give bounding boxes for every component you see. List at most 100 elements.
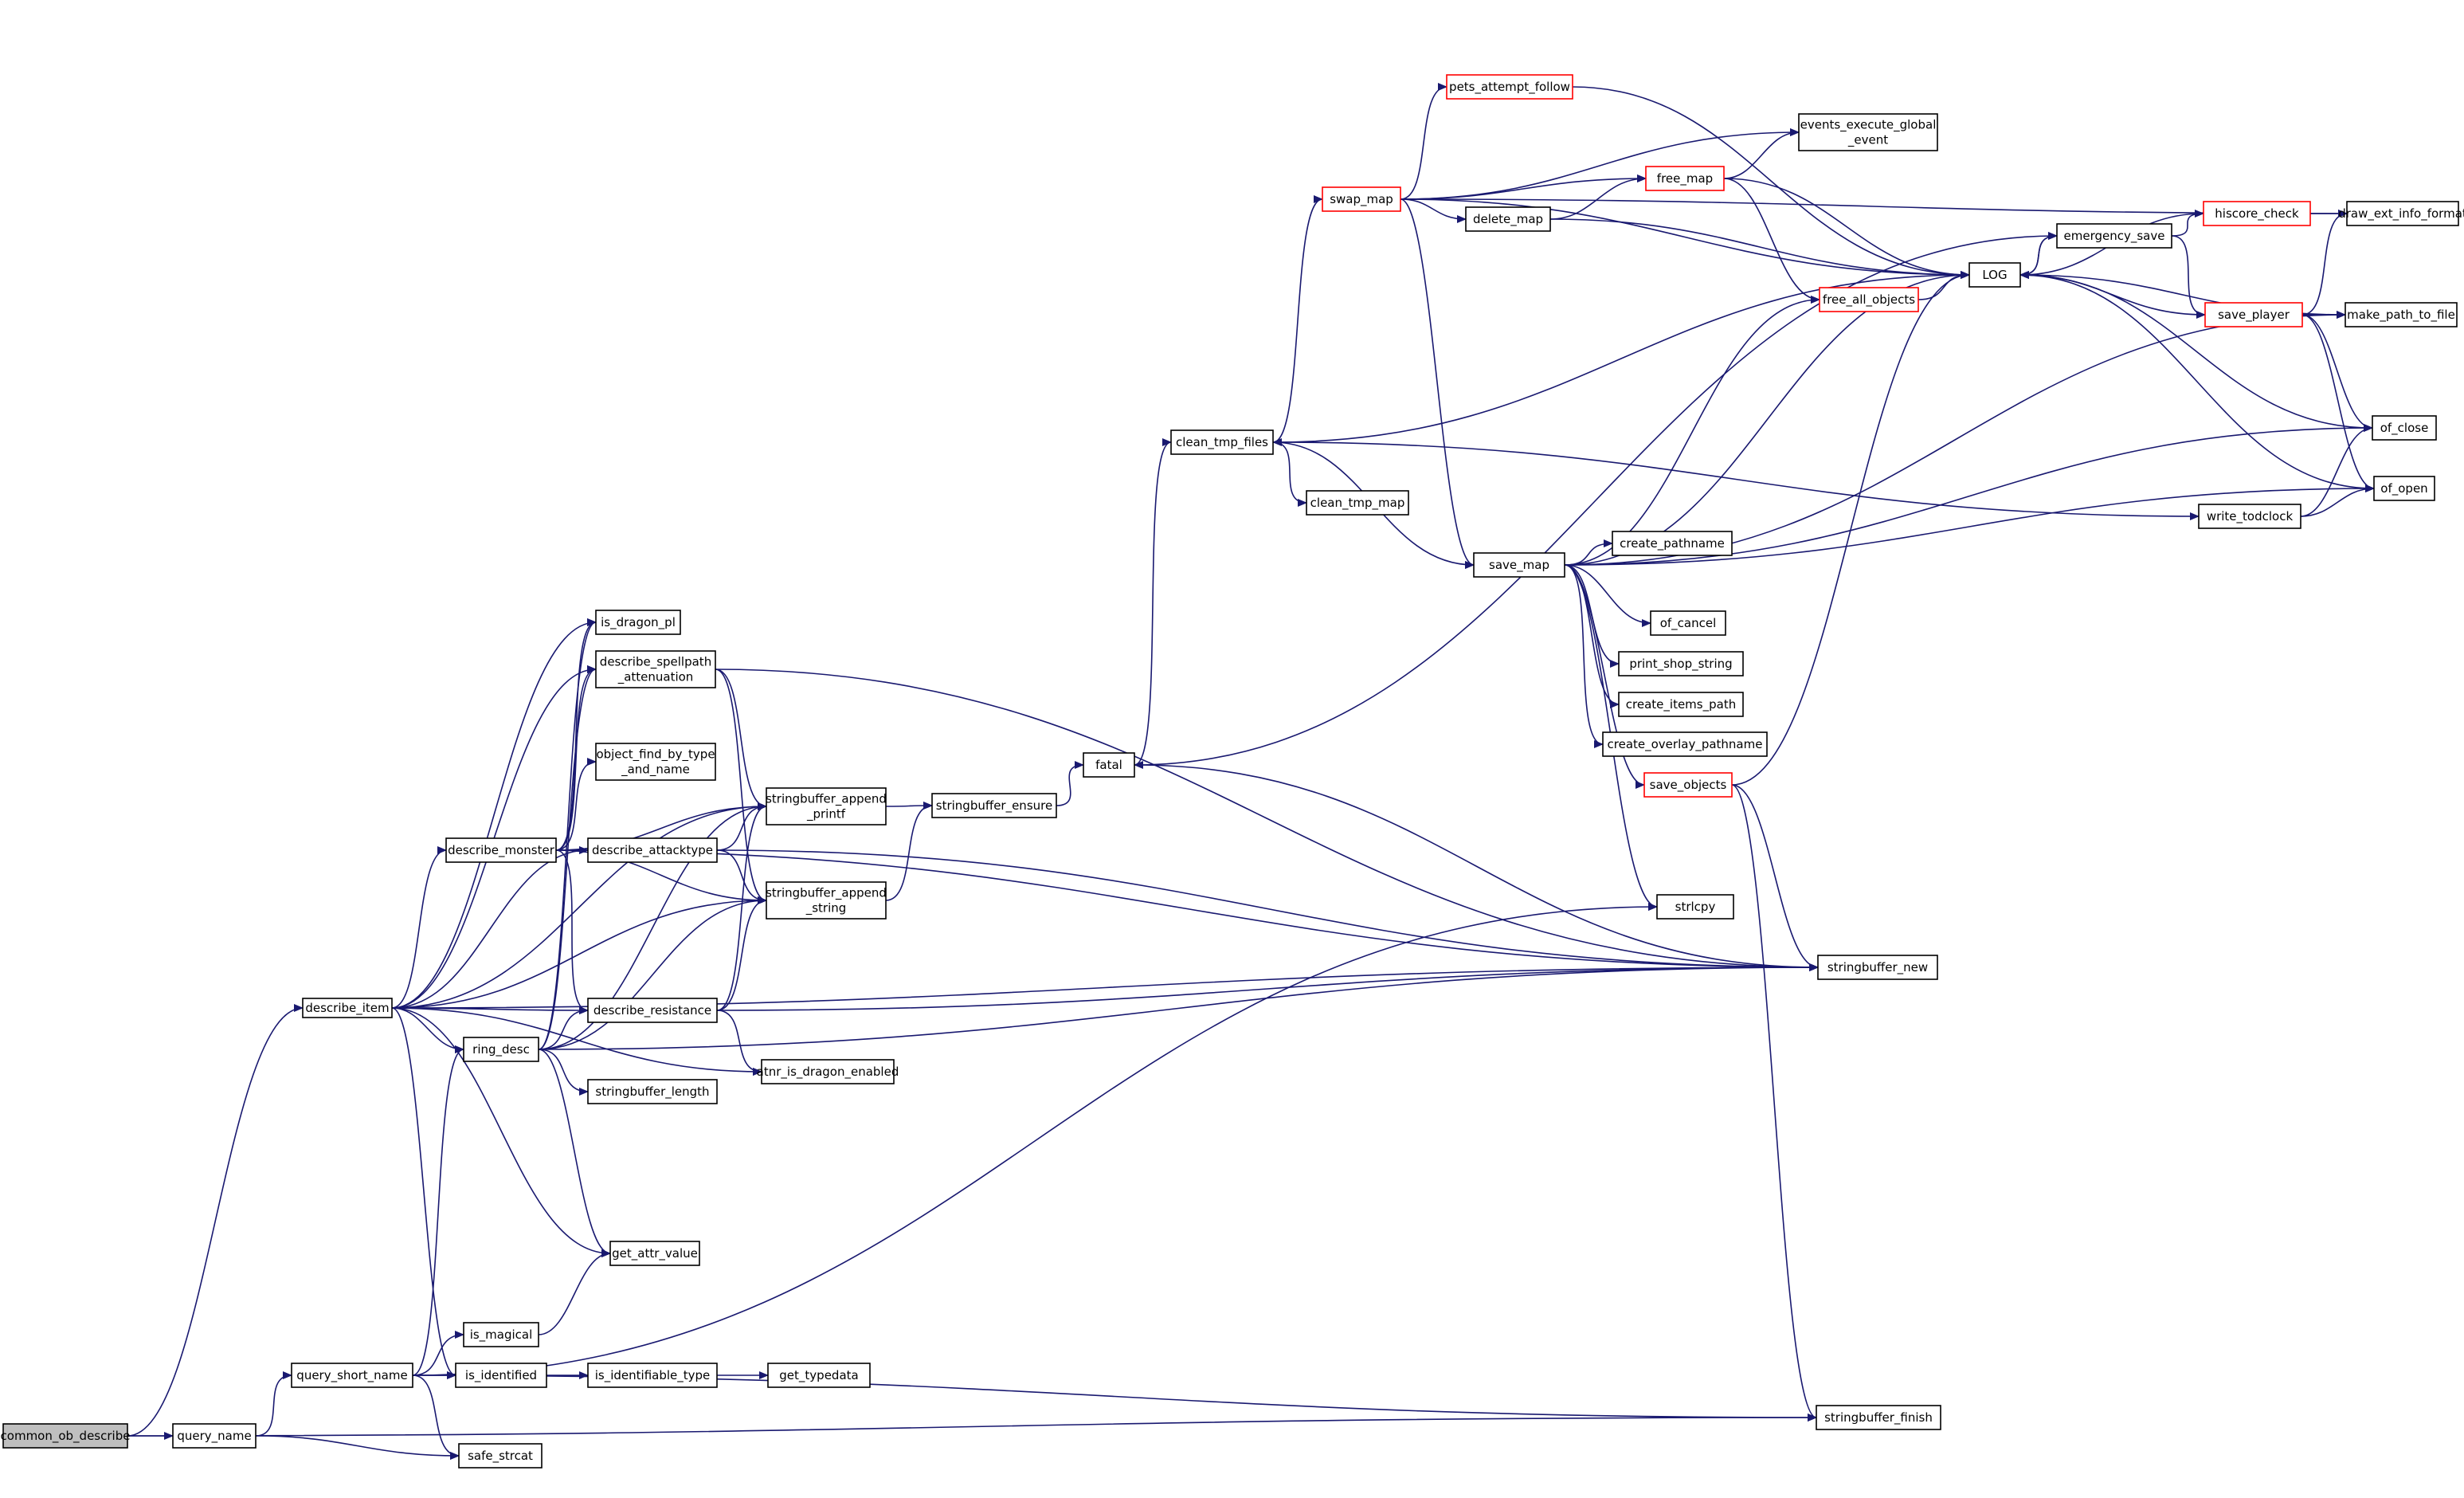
node-box	[302, 998, 393, 1018]
edge-LOG-to-clean-tmp-files	[1272, 274, 1970, 446]
node-box	[1650, 610, 1726, 636]
edge-stringbuffer-ensure-to-fatal	[1056, 761, 1084, 806]
node-box	[609, 1241, 700, 1266]
node-common-ob-describe[interactable]: common_ob_describe	[1, 1423, 131, 1449]
node-print-shop-string[interactable]: print_shop_string	[1618, 651, 1744, 676]
node-is-dragon-pl[interactable]: is_dragon_pl	[595, 610, 681, 635]
edge-query-name-to-safe-strcat	[255, 1435, 460, 1460]
node-emergency-save[interactable]: emergency_save	[2056, 223, 2172, 249]
node-object-find-by-type-and-name[interactable]: object_find_by_type_and_name	[595, 743, 716, 781]
node-box	[1322, 186, 1401, 212]
node-stringbuffer-new[interactable]: stringbuffer_new	[1817, 955, 1938, 980]
edge-describe-resistance-to-stringbuffer-append-printf	[716, 802, 767, 1011]
node-describe-spellpath-attenuation[interactable]: describe_spellpath_attenuation	[595, 650, 716, 688]
node-hiscore-check[interactable]: hiscore_check	[2203, 201, 2311, 226]
node-clean-tmp-files[interactable]: clean_tmp_files	[1170, 429, 1274, 455]
edge-describe-monster-to-describe-spellpath-attenuation	[555, 665, 597, 851]
node-box	[587, 998, 718, 1023]
node-delete-map[interactable]: delete_map	[1465, 206, 1551, 232]
node-label: get_attr_value	[612, 1246, 698, 1261]
edge-save-objects-to-stringbuffer-new	[1731, 784, 1819, 971]
edge-save-objects-to-LOG	[1731, 271, 1970, 786]
node-stringbuffer-ensure[interactable]: stringbuffer_ensure	[931, 793, 1057, 818]
node-is-identified[interactable]: is_identified	[455, 1363, 547, 1388]
node-of-close[interactable]: of_close	[2372, 415, 2437, 441]
edge-query-short-name-to-strlcpy	[412, 903, 1658, 1376]
edge-describe-item-to-get-attr-value	[391, 1007, 611, 1257]
edge-free-all-objects-to-LOG	[1918, 271, 1970, 300]
node-box	[2346, 201, 2459, 226]
node-stringbuffer-length[interactable]: stringbuffer_length	[587, 1079, 718, 1104]
node-describe-item[interactable]: describe_item	[302, 998, 393, 1018]
node-box	[1816, 1405, 1941, 1430]
edge-is-magical-to-get-attr-value	[538, 1249, 611, 1335]
node-make-path-to-file[interactable]: make_path_to_file	[2345, 302, 2458, 327]
node-ring-desc[interactable]: ring_desc	[463, 1037, 539, 1062]
node-safe-strcat[interactable]: safe_strcat	[458, 1443, 543, 1469]
node-save-player[interactable]: save_player	[2204, 302, 2303, 327]
node-label: of_close	[2380, 421, 2429, 436]
node-box	[458, 1443, 543, 1469]
node-query-short-name[interactable]: query_short_name	[291, 1363, 413, 1388]
node-pets-attempt-follow[interactable]: pets_attempt_follow	[1446, 74, 1573, 100]
node-of-open[interactable]: of_open	[2373, 476, 2435, 501]
node-save-objects[interactable]: save_objects	[1643, 772, 1733, 798]
edge-save-objects-to-stringbuffer-finish	[1731, 784, 1817, 1422]
edge-free-map-to-LOG	[1723, 178, 1970, 279]
node-label: common_ob_describe	[1, 1429, 131, 1444]
edge-describe-resistance-to-stringbuffer-new	[716, 963, 1819, 1011]
node-write-todclock[interactable]: write_todclock	[2198, 504, 2301, 529]
edge-delete-map-to-free-map	[1549, 175, 1647, 220]
node-create-pathname[interactable]: create_pathname	[1612, 531, 1733, 556]
node-label: is_identified	[465, 1368, 537, 1383]
node-free-map[interactable]: free_map	[1645, 166, 1725, 191]
edge-ring-desc-to-stringbuffer-length	[538, 1049, 589, 1096]
node-stringbuffer-finish[interactable]: stringbuffer_finish	[1816, 1405, 1941, 1430]
node-box	[455, 1363, 547, 1388]
node-of-cancel[interactable]: of_cancel	[1650, 610, 1726, 636]
node-events-execute-global-event[interactable]: events_execute_global_event	[1798, 113, 1938, 151]
node-get-attr-value[interactable]: get_attr_value	[609, 1241, 700, 1266]
edge-common-ob-describe-to-describe-item	[127, 1004, 304, 1437]
node-create-items-path[interactable]: create_items_path	[1618, 692, 1744, 717]
edge-describe-item-to-stringbuffer-append-string	[391, 896, 767, 1009]
node-atnr-is-dragon-enabled[interactable]: atnr_is_dragon_enabled	[757, 1059, 899, 1084]
node-box	[587, 837, 718, 863]
node-box	[1798, 113, 1938, 151]
node-label: pets_attempt_follow	[1449, 80, 1570, 95]
node-box	[1602, 731, 1768, 757]
node-label: LOG	[1982, 268, 2007, 282]
node-get-typedata[interactable]: get_typedata	[767, 1363, 871, 1388]
node-fatal[interactable]: fatal	[1083, 752, 1135, 778]
node-box	[1643, 772, 1733, 798]
edge-describe-spellpath-attenuation-to-stringbuffer-append-string	[715, 669, 767, 904]
node-is-magical[interactable]: is_magical	[463, 1322, 539, 1347]
edge-fatal-to-emergency-save	[1134, 232, 2058, 766]
node-is-identifiable-type[interactable]: is_identifiable_type	[587, 1363, 718, 1388]
node-describe-attacktype[interactable]: describe_attacktype	[587, 837, 718, 863]
node-box	[595, 743, 716, 781]
node-draw-ext-info-format[interactable]: draw_ext_info_format	[2338, 201, 2464, 226]
node-free-all-objects[interactable]: free_all_objects	[1819, 287, 1919, 312]
edge-layer	[127, 83, 2375, 1460]
edge-of-open-to-LOG	[2019, 271, 2375, 489]
node-clean-tmp-map[interactable]: clean_tmp_map	[1306, 490, 1409, 516]
node-box	[766, 787, 887, 825]
node-box	[1618, 692, 1744, 717]
node-query-name[interactable]: query_name	[172, 1423, 257, 1449]
node-label: ring_desc	[472, 1042, 530, 1057]
edge-swap-map-to-save-map	[1400, 198, 1475, 569]
node-create-overlay-pathname[interactable]: create_overlay_pathname	[1602, 731, 1768, 757]
node-strlcpy[interactable]: strlcpy	[1656, 894, 1734, 920]
node-describe-monster[interactable]: describe_monster	[445, 837, 557, 863]
node-save-map[interactable]: save_map	[1473, 552, 1565, 578]
node-describe-resistance[interactable]: describe_resistance	[587, 998, 718, 1023]
node-label: describe_item	[305, 1001, 389, 1016]
node-label: stringbuffer_ensure	[936, 798, 1052, 814]
node-stringbuffer-append-printf[interactable]: stringbuffer_append_printf	[766, 787, 887, 825]
node-stringbuffer-append-string[interactable]: stringbuffer_append_string	[766, 881, 887, 920]
edge-save-map-to-LOG	[1564, 271, 1970, 566]
node-swap-map[interactable]: swap_map	[1322, 186, 1401, 212]
node-LOG[interactable]: LOG	[1968, 262, 2021, 288]
node-box	[1645, 166, 1725, 191]
